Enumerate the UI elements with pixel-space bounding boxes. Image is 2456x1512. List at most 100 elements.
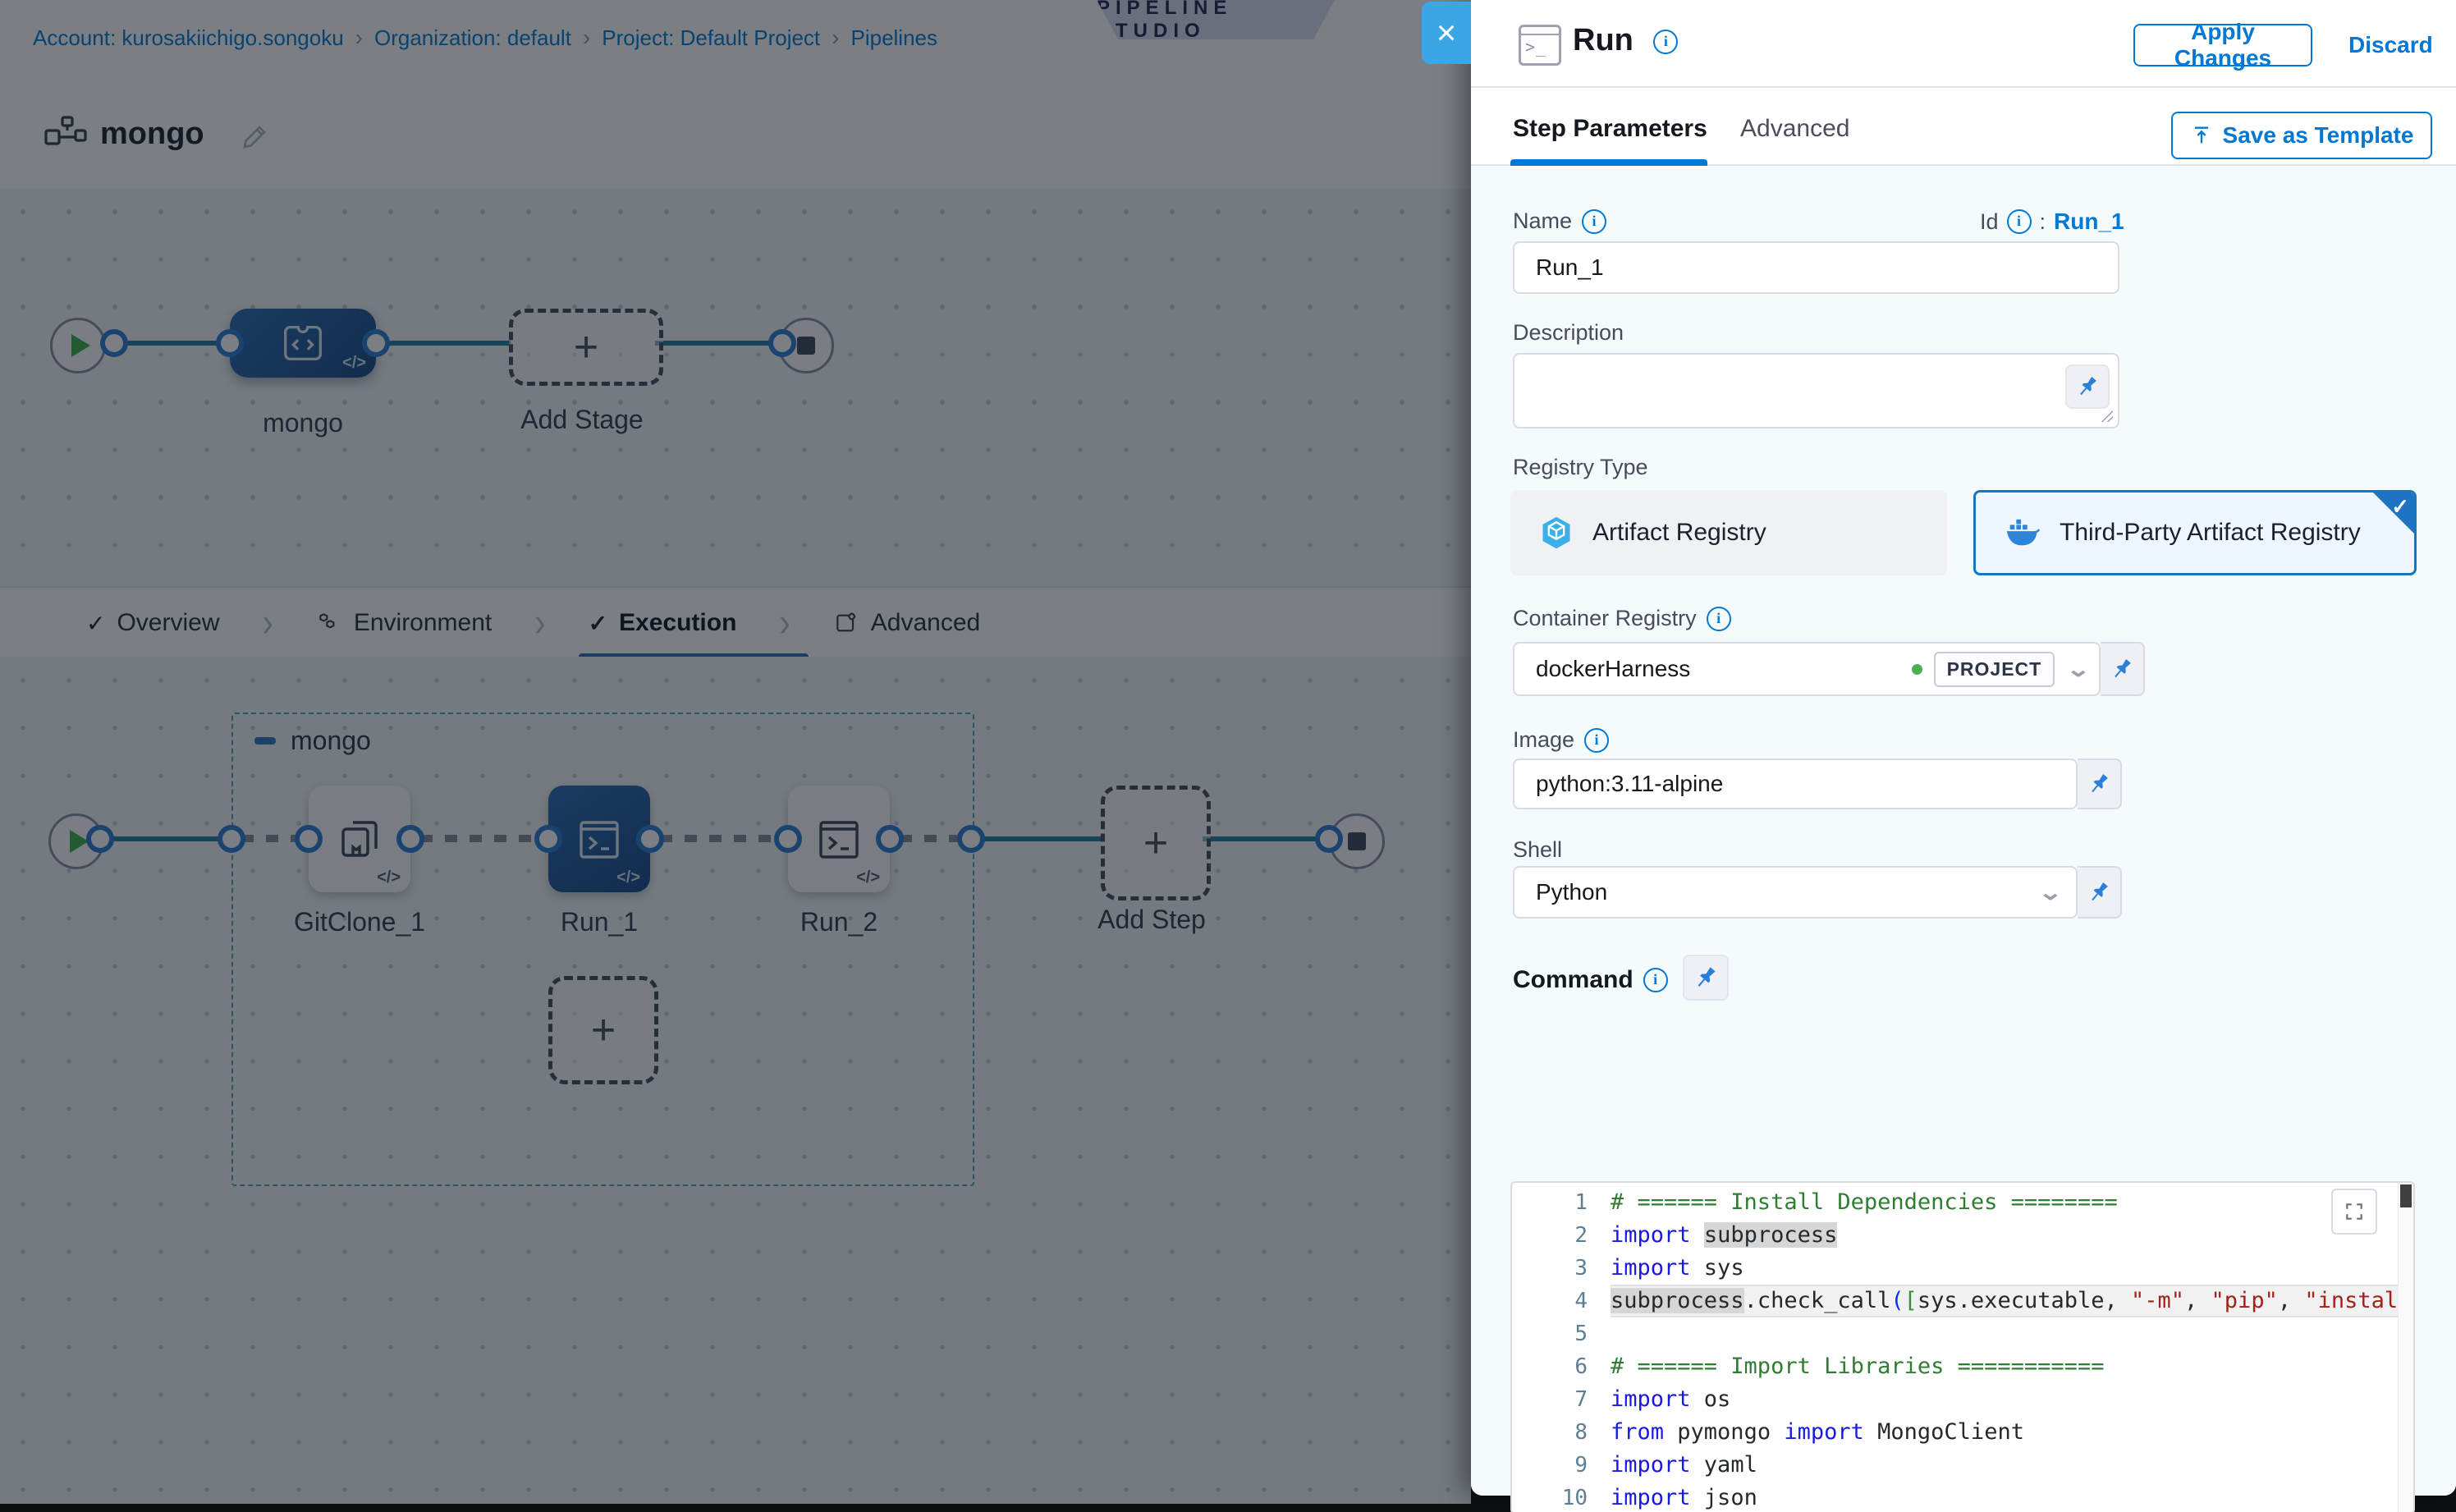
pipeline-icon bbox=[44, 116, 87, 158]
chevron-right-icon: › bbox=[779, 600, 790, 646]
line-number: 2 bbox=[1512, 1219, 1588, 1252]
add-step-node[interactable]: + bbox=[1101, 786, 1211, 900]
pipeline-title-bar: mongo VISUAL YAML bbox=[0, 88, 1471, 190]
stage-group-box bbox=[231, 712, 974, 1186]
info-icon[interactable]: i bbox=[1653, 30, 1678, 54]
pipeline-studio-left-pane: Account: kurosakiichigo.songoku › Organi… bbox=[0, 0, 1471, 1504]
tab-advanced[interactable]: Advanced bbox=[833, 609, 980, 637]
dotted-link bbox=[420, 835, 538, 842]
id-value: Run_1 bbox=[2054, 208, 2124, 235]
info-icon[interactable]: i bbox=[1584, 728, 1609, 753]
expand-editor-button[interactable] bbox=[2331, 1189, 2377, 1235]
registry-option-label: Artifact Registry bbox=[1592, 519, 1766, 547]
breadcrumb-project[interactable]: Project: Default Project bbox=[602, 25, 820, 51]
info-icon[interactable]: i bbox=[1707, 607, 1731, 631]
artifact-registry-icon bbox=[1538, 515, 1574, 551]
id-row: Id i : Run_1 bbox=[1980, 208, 2124, 235]
pipeline-start-node[interactable] bbox=[50, 318, 106, 373]
tab-overview-label: Overview bbox=[117, 609, 219, 637]
info-icon[interactable]: i bbox=[1643, 968, 1668, 992]
connector-dot bbox=[957, 825, 985, 853]
stage-group-header[interactable]: mongo bbox=[254, 726, 371, 756]
code-line[interactable]: 10import json bbox=[1512, 1482, 2413, 1512]
execution-canvas: mongo bbox=[0, 657, 1471, 1504]
tab-step-advanced[interactable]: Advanced bbox=[1740, 115, 1849, 143]
registry-option-artifact-registry[interactable]: Artifact Registry bbox=[1510, 490, 1947, 575]
breadcrumb-organization[interactable]: Organization: default bbox=[374, 25, 571, 51]
connector-dot bbox=[295, 825, 323, 853]
add-step-label: Add Step bbox=[1076, 905, 1227, 935]
stage-code-badge[interactable]: </> bbox=[342, 354, 366, 373]
step-config-drawer: >_ Run i Apply Changes Discard Step Para… bbox=[1471, 0, 2456, 1496]
pin-runtime-input-button[interactable] bbox=[2065, 364, 2110, 409]
name-label: Namei bbox=[1513, 208, 1606, 234]
editor-scrollbar[interactable] bbox=[2398, 1183, 2413, 1512]
apply-changes-button[interactable]: Apply Changes bbox=[2133, 24, 2312, 66]
code-line[interactable]: 9import yaml bbox=[1512, 1449, 2413, 1482]
save-as-template-button[interactable]: Save as Template bbox=[2171, 112, 2432, 159]
command-code-editor[interactable]: 1# ====== Install Dependencies ========2… bbox=[1510, 1181, 2415, 1512]
stage-canvas: </> + mongo Add Stage bbox=[0, 188, 1471, 586]
step-label: GitClone_1 bbox=[284, 907, 435, 937]
play-icon bbox=[70, 830, 89, 853]
tab-execution[interactable]: ✓ Execution bbox=[589, 609, 737, 637]
code-line[interactable]: 3import sys bbox=[1512, 1252, 2413, 1285]
code-line[interactable]: 7 import os bbox=[1512, 1383, 2413, 1416]
run-step-icon: >_ bbox=[1519, 25, 1561, 66]
close-drawer-button[interactable]: × bbox=[1422, 2, 1471, 64]
pin-runtime-input-button[interactable] bbox=[2078, 866, 2122, 919]
code-line[interactable]: 5 bbox=[1512, 1317, 2413, 1350]
step-code-badge: </> bbox=[856, 868, 880, 887]
pin-runtime-input-button[interactable] bbox=[1683, 955, 1729, 1001]
code-text: import os bbox=[1611, 1383, 2413, 1416]
registry-option-third-party[interactable]: Third-Party Artifact Registry ✓ bbox=[1973, 490, 2417, 575]
code-line[interactable]: 2import subprocess bbox=[1512, 1219, 2413, 1252]
description-textarea[interactable] bbox=[1513, 353, 2119, 428]
container-registry-field[interactable]: dockerHarness PROJECT ⌄ bbox=[1513, 642, 2101, 696]
chevron-down-icon[interactable]: ⌄ bbox=[2038, 880, 2064, 905]
pin-runtime-input-button[interactable] bbox=[2101, 642, 2145, 696]
code-line[interactable]: 1 # ====== Install Dependencies ======== bbox=[1512, 1186, 2413, 1219]
name-input[interactable]: Run_1 bbox=[1513, 241, 2119, 294]
collapse-minus-icon[interactable] bbox=[254, 737, 276, 745]
code-line[interactable]: 8from pymongo import MongoClient bbox=[1512, 1416, 2413, 1449]
resize-handle[interactable] bbox=[2098, 407, 2113, 422]
step-node-gitclone-1[interactable]: </> bbox=[309, 786, 410, 892]
image-input[interactable]: python:3.11-alpine bbox=[1513, 758, 2078, 809]
add-stage-node[interactable]: + bbox=[509, 309, 663, 386]
image-label: Imagei bbox=[1513, 727, 1609, 753]
discard-button[interactable]: Discard bbox=[2344, 31, 2438, 59]
info-icon[interactable]: i bbox=[2007, 209, 2032, 234]
pin-icon bbox=[2070, 369, 2105, 404]
tab-environment-label: Environment bbox=[354, 609, 492, 637]
info-icon[interactable]: i bbox=[1582, 209, 1606, 234]
tab-step-parameters[interactable]: Step Parameters bbox=[1513, 115, 1707, 143]
tab-environment[interactable]: Environment bbox=[316, 609, 492, 637]
add-parallel-step-node[interactable]: + bbox=[548, 976, 658, 1084]
code-line[interactable]: 6# ====== Import Libraries =========== bbox=[1512, 1350, 2413, 1383]
step-node-run-2[interactable]: </> bbox=[788, 786, 890, 892]
chevron-down-icon[interactable]: ⌄ bbox=[2066, 657, 2092, 682]
breadcrumb-pipelines[interactable]: Pipelines bbox=[850, 25, 937, 51]
tab-overview[interactable]: ✓ Overview bbox=[86, 609, 220, 637]
breadcrumb-account[interactable]: Account: kurosakiichigo.songoku bbox=[33, 25, 344, 51]
code-line[interactable]: 4subprocess.check_call([sys.executable, … bbox=[1512, 1285, 2413, 1317]
editor-scrollbar-thumb[interactable] bbox=[2400, 1184, 2412, 1207]
step-code-badge: </> bbox=[377, 868, 401, 887]
pin-icon bbox=[2082, 767, 2116, 801]
shell-select[interactable]: Python ⌄ bbox=[1513, 866, 2078, 919]
code-text: # ====== Install Dependencies ======== bbox=[1611, 1186, 2413, 1219]
pin-runtime-input-button[interactable] bbox=[2078, 758, 2122, 809]
docker-icon bbox=[2004, 514, 2041, 552]
line-number: 7 bbox=[1512, 1383, 1588, 1416]
advanced-icon bbox=[833, 610, 859, 636]
code-text: subprocess.check_call([sys.executable, "… bbox=[1611, 1285, 2415, 1317]
connector-dot bbox=[218, 825, 245, 853]
breadcrumb-separator: › bbox=[355, 25, 363, 51]
line-number: 1 bbox=[1512, 1186, 1588, 1219]
step-node-run-1[interactable]: </> bbox=[548, 786, 650, 892]
plus-icon: + bbox=[591, 1009, 616, 1052]
connector-dot bbox=[216, 329, 244, 357]
edit-pencil-icon[interactable] bbox=[240, 122, 269, 152]
stage-node-mongo[interactable]: </> bbox=[230, 309, 376, 378]
